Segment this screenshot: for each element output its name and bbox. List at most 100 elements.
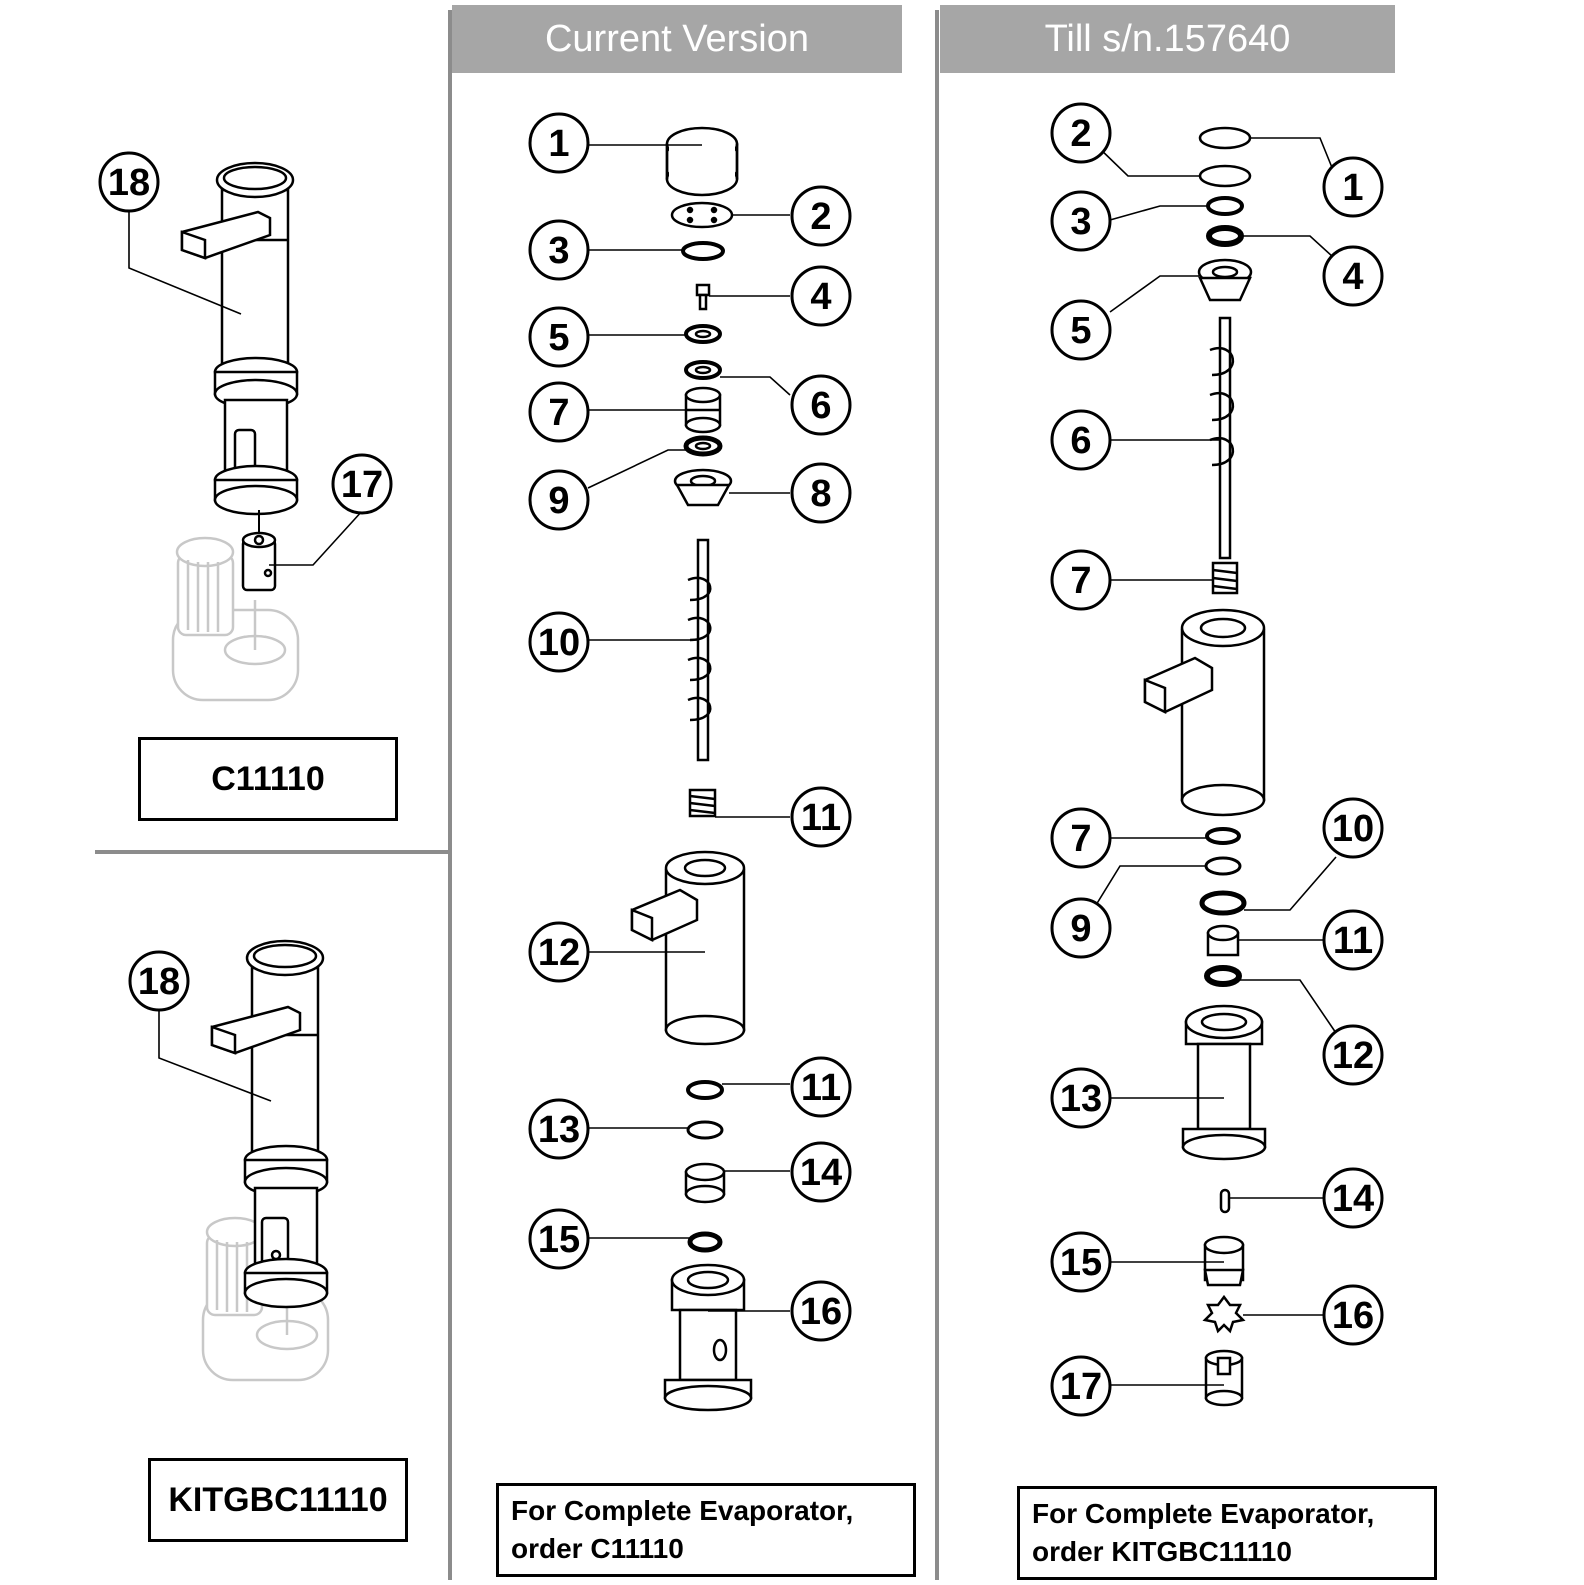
callout-circle [528,219,590,281]
callout-circle [1050,897,1112,959]
order-note-current: For Complete Evaporator, order C11110 [496,1483,916,1577]
callout-circle [528,921,590,983]
callout-number: 13 [538,1109,580,1151]
callout-circle [790,1141,852,1203]
callout-till-2: 2 [1050,102,1112,164]
callout-number: 18 [108,162,150,204]
callout-number: 3 [548,230,569,272]
header-current-label: Current Version [544,17,809,60]
callout-number: 1 [1342,167,1363,209]
callout-number: 7 [1070,560,1091,602]
callout-number: 11 [801,1067,841,1109]
callout-till-6: 6 [1050,409,1112,471]
callout-current-6: 6 [790,374,852,436]
callout-circle [1050,190,1112,252]
callout-till-16: 16 [1322,1284,1384,1346]
callout-number: 7 [1070,818,1091,860]
callout-number: 4 [1342,256,1363,298]
callout-number: 5 [1070,310,1091,352]
ghost-motor-base [171,536,300,702]
callout-number: 11 [1333,920,1373,962]
callout-number: 7 [548,392,569,434]
callout-number: 10 [538,622,580,664]
callout-circle [1322,245,1384,307]
callout-number: 4 [810,276,831,318]
callout-current-8: 8 [790,462,852,524]
callout-left-18: 18 [98,151,160,213]
code-c11110-label: C11110 [211,759,325,798]
callout-current-11: 11 [790,1056,852,1118]
callout-till-11: 11 [1322,909,1384,971]
callout-number: 14 [1332,1178,1374,1220]
callout-current-13: 13 [528,1098,590,1160]
order-note-current-line1: For Complete Evaporator, [511,1495,854,1526]
code-kitgbc11110-label: KITGBC11110 [168,1480,388,1519]
callout-till-7: 7 [1050,807,1112,869]
callout-circle [790,786,852,848]
callout-number: 10 [1332,808,1374,850]
callout-circle [1050,102,1112,164]
callout-circle [1050,409,1112,471]
callout-circle [790,374,852,436]
callout-till-3: 3 [1050,190,1112,252]
callout-number: 2 [1070,113,1091,155]
callout-circle [528,469,590,531]
callout-till-10: 10 [1322,797,1384,859]
callout-till-12: 12 [1322,1024,1384,1086]
callout-number: 16 [1332,1295,1374,1337]
callout-number: 17 [341,464,383,506]
callout-circle [1322,797,1384,859]
callout-circle [1322,156,1384,218]
callout-number: 11 [801,797,841,839]
callout-left-17: 17 [331,453,393,515]
callout-circle [790,1056,852,1118]
callout-current-3: 3 [528,219,590,281]
callout-till-9: 9 [1050,897,1112,959]
callout-number: 6 [810,385,831,427]
callout-circle [128,950,190,1012]
callout-number: 14 [800,1152,842,1194]
callout-number: 18 [138,961,180,1003]
callout-current-12: 12 [528,921,590,983]
callout-number: 2 [810,196,831,238]
callout-current-14: 14 [790,1141,852,1203]
callout-left-18: 18 [128,950,190,1012]
c11110-assembly [171,161,300,702]
callout-till-7: 7 [1050,549,1112,611]
callout-number: 17 [1060,1366,1102,1408]
callout-current-11: 11 [790,786,852,848]
callout-circle [528,381,590,443]
callout-circle [528,306,590,368]
callout-circle [1322,909,1384,971]
callout-till-5: 5 [1050,299,1112,361]
callout-current-9: 9 [528,469,590,531]
callout-circle [528,1098,590,1160]
callout-number: 15 [1060,1242,1102,1284]
kitgbc11110-assembly [201,939,330,1382]
callout-till-17: 17 [1050,1355,1112,1417]
leader-lines [128,137,1337,1386]
callout-circle [1050,1067,1112,1129]
callout-circle [1050,299,1112,361]
panel-dividers [95,10,939,1580]
callout-till-14: 14 [1322,1167,1384,1229]
order-note-till-line1: For Complete Evaporator, [1032,1498,1375,1529]
callout-number: 8 [810,473,831,515]
callout-circle [331,453,393,515]
callout-till-15: 15 [1050,1231,1112,1293]
header-current-version: Current Version [452,5,902,73]
header-till-version: Till s/n.157640 [940,5,1395,73]
header-till-label: Till s/n.157640 [1044,17,1291,60]
callout-number: 12 [538,932,580,974]
callout-circle [1050,807,1112,869]
callout-till-4: 4 [1322,245,1384,307]
callout-current-2: 2 [790,185,852,247]
callout-current-5: 5 [528,306,590,368]
callout-current-4: 4 [790,265,852,327]
callout-circle [1050,1355,1112,1417]
callout-circle [790,265,852,327]
callout-current-7: 7 [528,381,590,443]
